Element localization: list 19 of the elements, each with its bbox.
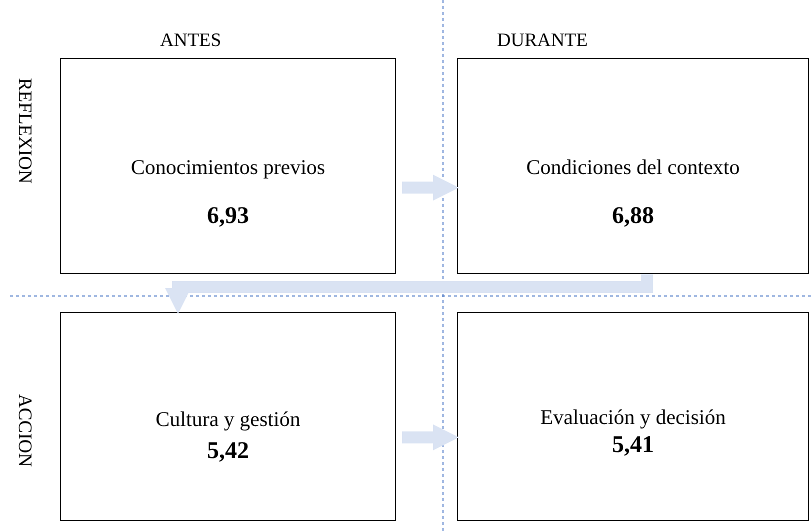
process-box <box>457 312 809 521</box>
score-value: 6,93 <box>207 204 249 228</box>
process-box <box>60 312 396 521</box>
column-header: ANTES <box>160 30 222 52</box>
column-header: DURANTE <box>497 30 588 52</box>
score-value: 6,88 <box>612 204 654 228</box>
process-box <box>457 58 809 274</box>
block-arrow <box>165 274 654 314</box>
box-title: Evaluación y decisión <box>540 407 726 428</box>
box-title: Cultura y gestión <box>156 409 300 430</box>
score-value: 5,42 <box>207 439 249 463</box>
row-header: ACCION <box>13 394 35 467</box>
box-title: Conocimientos previos <box>130 157 326 178</box>
box-title: Condiciones del contexto <box>526 157 740 178</box>
score-value: 5,41 <box>612 433 654 457</box>
block-arrow <box>402 174 459 201</box>
block-arrow <box>402 424 459 450</box>
row-header: REFLEXION <box>13 78 35 184</box>
process-box <box>60 58 396 274</box>
